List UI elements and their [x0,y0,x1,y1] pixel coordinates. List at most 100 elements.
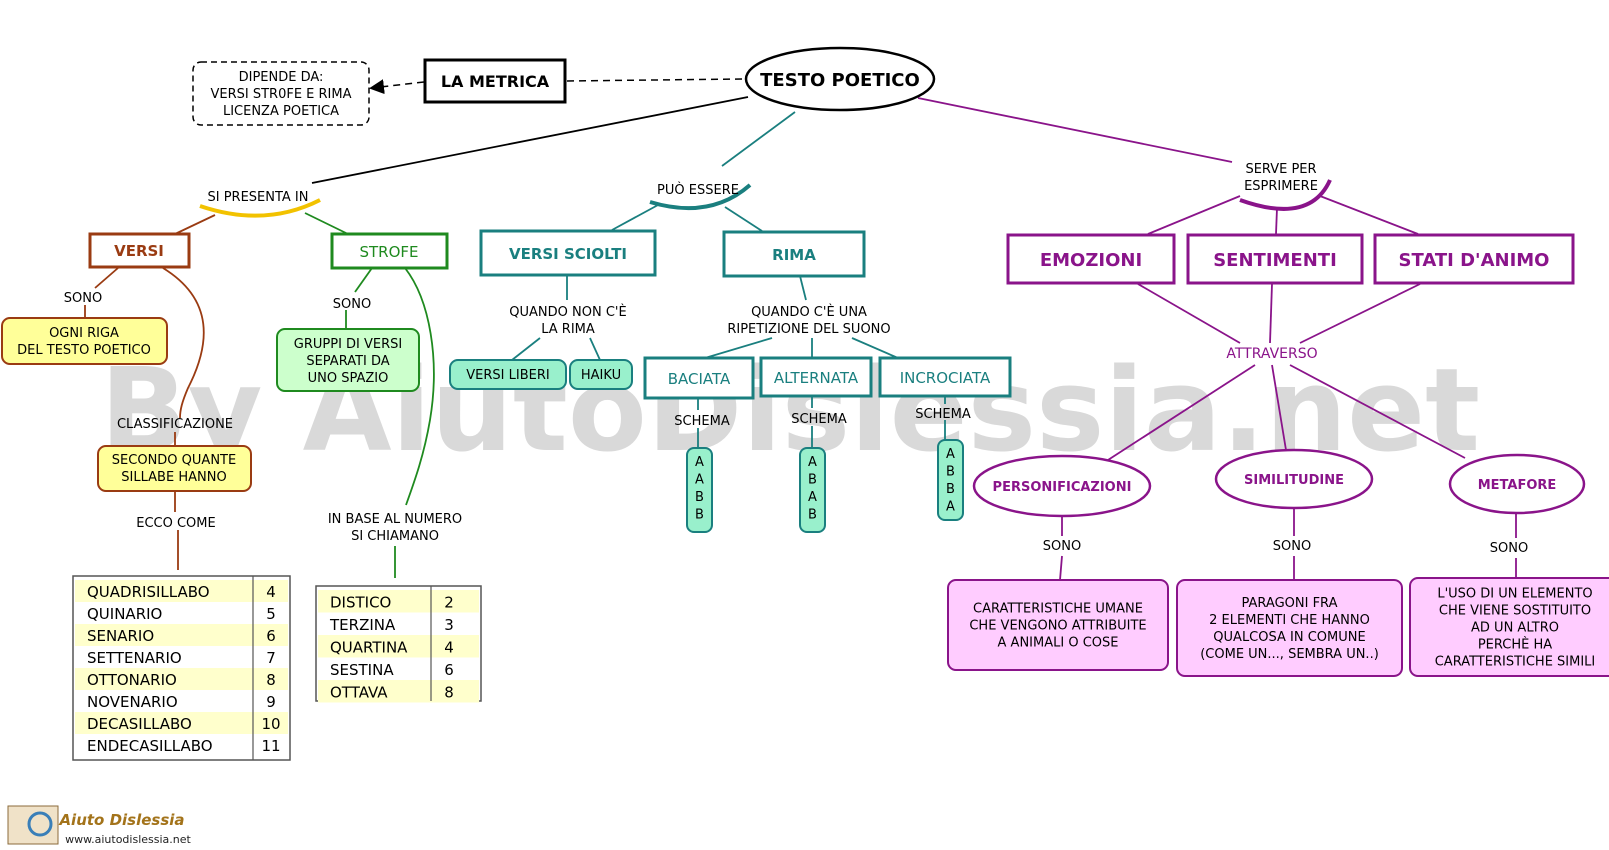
versi-criterio-line: SECONDO QUANTE [112,453,236,468]
rima-quando-line: QUANDO C'È UNA [751,304,867,320]
figure-definition-line: L'USO DI UN ELEMENTO [1437,587,1592,602]
rima-schema-letter: A [695,473,704,488]
rima-type-label: ALTERNATA [774,369,859,387]
versi-table-row-name: QUADRISILLABO [87,583,210,601]
versi-classificazione: CLASSIFICAZIONE [117,417,233,432]
figure-sono: SONO [1490,541,1528,556]
figure-label: SIMILITUDINE [1244,473,1344,488]
versi-definition-line: DEL TESTO POETICO [17,343,151,358]
figure-definition-line: (COME UN..., SEMBRA UN..) [1200,647,1379,662]
rima-schema-letter: A [808,455,817,470]
figure-definition-line: AD UN ALTRO [1471,621,1559,636]
versi-table-row-bg [75,624,288,646]
versi-sciolti-label: VERSI SCIOLTI [509,245,627,263]
versi-table-row-name: DECASILLABO [87,715,192,733]
serve-connector-line: ESPRIMERE [1244,179,1318,194]
sciolti-quando-line: LA RIMA [541,322,595,337]
presenta-connector: SI PRESENTA IN [207,190,308,205]
haiku-box [569,359,633,390]
figure-definition-line: 2 ELEMENTI CHE HANNO [1209,613,1370,628]
rima-schema-letter: B [946,482,955,497]
rima-schema-letter: A [946,500,955,515]
rima-schema-box [686,447,713,533]
rima-type-node [878,356,1012,398]
rima-schema-box [799,447,826,533]
versi-table-row-number: 6 [266,627,276,645]
figure-node [1214,448,1374,510]
strofe-base-line: SI CHIAMANO [351,529,439,544]
versi-table-row-name: SETTENARIO [87,649,182,667]
attraverso-label: ATTRAVERSO [1226,346,1317,362]
figure-definition-line: CARATTERISTICHE UMANE [973,602,1143,617]
rima-schema-box [937,439,964,521]
versi-criterio-box [97,445,252,492]
strofe-table-row-number: 3 [444,616,454,634]
rima-schema-label: SCHEMA [915,407,971,422]
serve-item-node [1373,233,1575,285]
rima-schema-letter: A [808,490,817,505]
sciolti-quando-line: QUANDO NON C'È [509,304,626,320]
rima-schema-letter: B [695,490,704,505]
versi-sciolti-node [479,229,657,277]
strofe-definition-line: SEPARATI DA [306,354,389,369]
serve-item-node [1186,233,1364,285]
rima-type-node [643,356,755,400]
serve-connector-line: SERVE PER [1245,162,1316,177]
strofe-table-row-bg [318,680,479,703]
versi-table-row-number: 11 [261,737,280,755]
versi-ecco-come: ECCO COME [136,516,215,531]
versi-table-row-name: SENARIO [87,627,154,645]
rima-schema-label: SCHEMA [791,412,847,427]
versi-table-row-number: 9 [266,693,276,711]
rima-type-label: BACIATA [668,370,731,388]
aiutodislessia-logo: Aiuto Dislessia www.aiutodislessia.net [7,805,192,846]
presenta-connector-arc [199,198,321,218]
versi-liberi-label: VERSI LIBERI [466,368,549,383]
versi-sono: SONO [64,291,102,306]
figure-definition-line: QUALCOSA IN COMUNE [1213,630,1365,645]
figure-definition-box [947,579,1169,671]
figure-definition-line: A ANIMALI O COSE [998,636,1119,651]
figure-definition-box [1409,577,1609,677]
strofe-table-row-number: 8 [444,684,454,702]
serve-connector-arc [1239,179,1332,211]
rima-schema-label: SCHEMA [674,414,730,429]
strofe-base-line: IN BASE AL NUMERO [328,512,462,527]
strofe-table-row-name: TERZINA [329,616,396,634]
versi-table-row-name: QUINARIO [87,605,162,623]
versi-criterio-line: SILLABE HANNO [121,470,226,485]
rima-node [722,230,866,278]
dipende-line: LICENZA POETICA [223,104,339,119]
versi-table-row-number: 8 [266,671,276,689]
strofe-table-row-bg [318,635,479,658]
figure-label: PERSONIFICAZIONI [993,480,1132,495]
strofe-definition-box [276,328,420,392]
versi-node [88,232,191,269]
strofe-definition-line: UNO SPAZIO [308,371,389,386]
strofe-definition-line: GRUPPI DI VERSI [294,337,402,352]
rima-label: RIMA [772,246,816,264]
figure-node [972,454,1152,518]
strofe-table-row-number: 6 [444,661,454,679]
rima-type-node [759,356,873,398]
strofe-sono: SONO [333,297,371,312]
serve-item-label: SENTIMENTI [1213,250,1337,271]
strofe-label: STROFE [359,243,418,261]
strofe-table-row-name: SESTINA [330,661,394,679]
figure-definition-line: CHE VIENE SOSTITUITO [1439,604,1591,619]
versi-table-row-name: NOVENARIO [87,693,178,711]
figures: PERSONIFICAZIONI SONO CARATTERISTICHE UMAN… [947,448,1609,677]
figure-sono: SONO [1043,539,1081,554]
svg-text:Aiuto Dislessia: Aiuto Dislessia [58,811,184,829]
versi-table-row-name: ENDECASILLABO [87,737,213,755]
figure-node [1448,453,1586,515]
rima-schema-letter: A [946,447,955,462]
serve-item-node [1006,233,1176,285]
versi-definition-line: OGNI RIGA [49,326,119,341]
rima-schema-letter: B [946,465,955,480]
metrica-dipende-box [192,61,370,126]
strofe-table-row-number: 2 [444,594,454,612]
versi-definition-box [1,317,168,365]
